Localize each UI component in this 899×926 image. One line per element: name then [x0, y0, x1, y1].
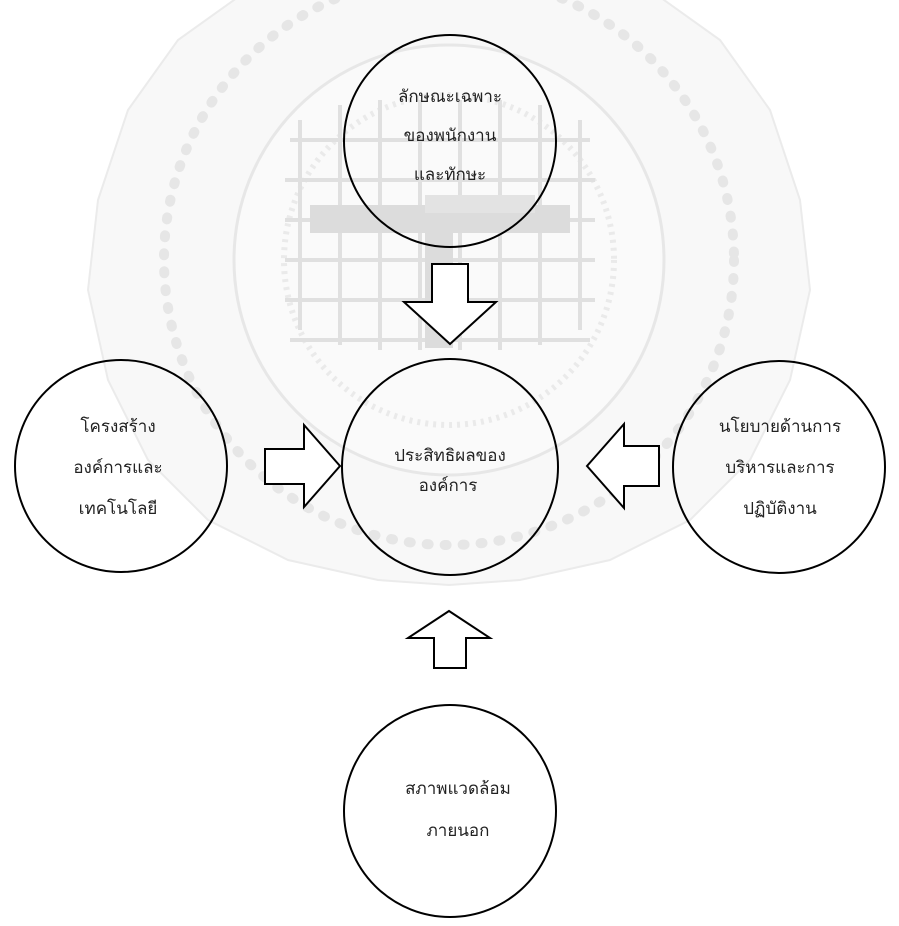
node-employee-characteristics: ลักษณะเฉพาะ ของพนักงาน และทักษะ — [343, 34, 557, 248]
node-label-bottom-line-2: ภายนอก — [427, 821, 490, 841]
node-label-top-line-2: ของพนักงาน — [404, 126, 497, 146]
node-label-top-line-3: และทักษะ — [414, 165, 486, 185]
node-label-bottom-line-1: สภาพแวดล้อม — [405, 779, 511, 799]
node-label-right-line-2: บริหารและการ — [725, 458, 834, 478]
node-external-environment: สภาพแวดล้อม ภายนอก — [343, 704, 557, 918]
node-management-policy: นโยบายด้านการ บริหารและการ ปฏิบัติงาน — [672, 360, 886, 574]
node-organizational-effectiveness: ประสิทธิผลของ องค์การ — [341, 358, 559, 576]
arrow-up-icon — [404, 609, 494, 669]
arrow-right-icon — [264, 422, 342, 510]
node-organization-structure-technology: โครงสร้าง องค์การและ เทคโนโลยี — [14, 359, 228, 573]
arrow-left-icon — [585, 421, 660, 511]
node-label-center-line-1: ประสิทธิผลของ — [394, 446, 506, 466]
node-label-top-line-1: ลักษณะเฉพาะ — [398, 87, 502, 107]
node-label-center-line-2: องค์การ — [419, 476, 478, 496]
node-label-left-line-2: องค์การและ — [73, 458, 162, 478]
node-label-left-line-1: โครงสร้าง — [80, 416, 155, 437]
node-label-right-line-3: ปฏิบัติงาน — [743, 499, 817, 519]
node-label-right-line-1: นโยบายด้านการ — [719, 416, 841, 437]
node-label-left-line-3: เทคโนโลยี — [79, 498, 158, 519]
arrow-down-icon — [401, 263, 499, 346]
